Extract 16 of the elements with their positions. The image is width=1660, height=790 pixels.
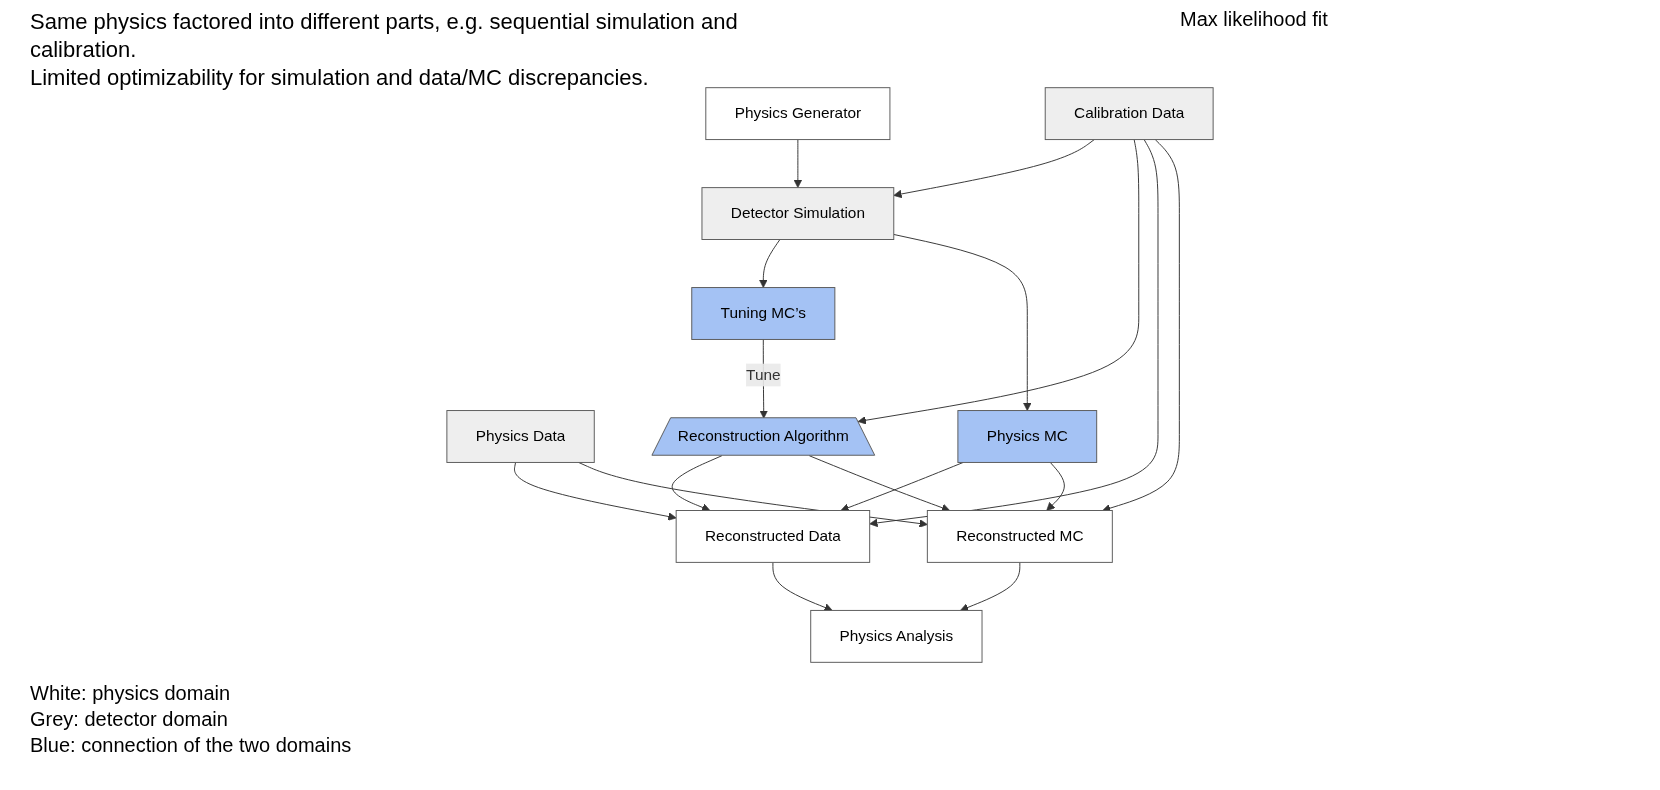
node-box: Physics Analysis xyxy=(810,609,983,663)
node-box: Calibration Data xyxy=(1044,87,1214,141)
annotation-text: Max likelihood fit xyxy=(1180,8,1328,31)
legend-text: Blue: connection of the two domains xyxy=(30,733,352,758)
node-box: Physics MC xyxy=(957,410,1098,463)
note-text: Limited optimizability for simulation and data/MC discrepancies. xyxy=(30,64,650,92)
node-box: Tuning MC’s xyxy=(691,287,836,340)
legend-text: Grey: detector domain xyxy=(30,707,229,732)
node-box: Physics Data xyxy=(446,410,595,463)
node-box: Reconstructed MC xyxy=(926,510,1113,563)
legend-text: White: physics domain xyxy=(30,681,232,706)
note-text: Same physics factored into different parts, e.g. sequential simulation and calibration. xyxy=(30,8,739,64)
edge-label: Tune xyxy=(746,366,781,383)
node-box: Physics Generator xyxy=(705,87,891,141)
node-box: Detector Simulation xyxy=(701,187,895,240)
node-box: Reconstructed Data xyxy=(675,510,871,563)
